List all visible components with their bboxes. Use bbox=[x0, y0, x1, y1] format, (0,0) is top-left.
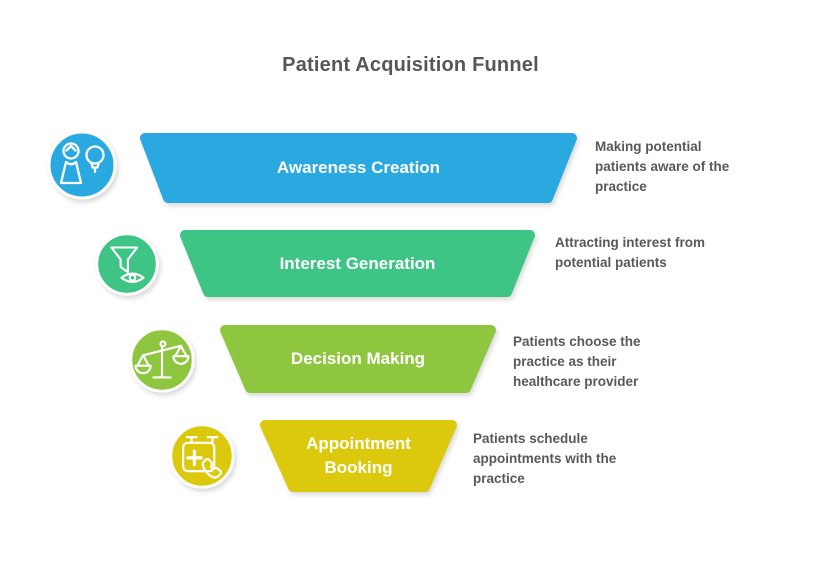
calendar-phone-icon bbox=[169, 423, 235, 489]
funnel-stage-1-description: Making potential patients aware of the p… bbox=[595, 139, 730, 194]
funnel-stage-2-shape bbox=[180, 230, 535, 297]
balance-scale-icon bbox=[129, 327, 195, 393]
funnel-stage-4-shape bbox=[260, 420, 457, 492]
funnel-stage-3-label: Decision Making bbox=[290, 349, 426, 369]
balance-scale-glyph bbox=[134, 340, 190, 379]
funnel-stage-3-description: Patients choose the practice as their he… bbox=[513, 334, 641, 389]
funnel-stage-1-label: Awareness Creation bbox=[276, 158, 441, 178]
funnel-eye-icon bbox=[95, 232, 159, 296]
funnel-stage-4-label: Appointment Booking bbox=[306, 434, 411, 477]
person-idea-glyph bbox=[59, 142, 105, 185]
funnel-eye-glyph bbox=[110, 246, 145, 283]
funnel-stage-1-shape bbox=[140, 133, 577, 203]
funnel-stage-4-description: Patients schedule appointments with the … bbox=[473, 431, 617, 486]
icon-circle bbox=[47, 130, 117, 200]
calendar-phone-glyph bbox=[182, 436, 223, 479]
person-idea-icon bbox=[47, 130, 117, 200]
page-title: Patient Acquisition Funnel bbox=[282, 54, 539, 76]
icon-circle bbox=[169, 423, 235, 489]
funnel-stage-2-description: Attracting interest from potential patie… bbox=[555, 235, 706, 270]
funnel-stage-3-shape bbox=[220, 325, 496, 393]
funnel-stage-2-label: Interest Generation bbox=[279, 253, 436, 273]
